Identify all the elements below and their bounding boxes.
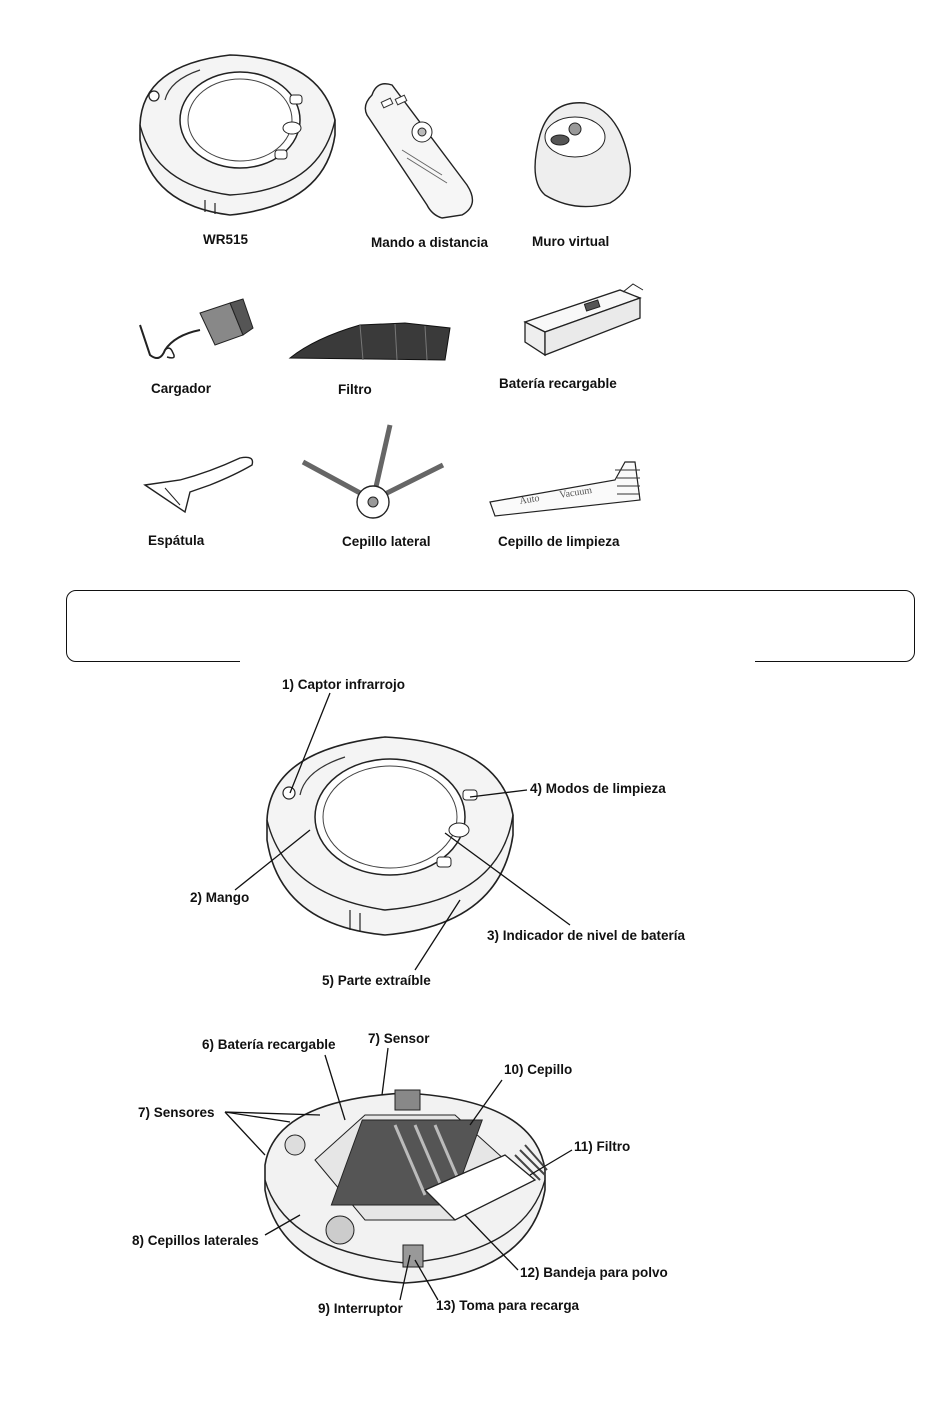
label-filter-bottom: 11) Filtro — [574, 1139, 630, 1154]
label-dust-tray: 12) Bandeja para polvo — [520, 1265, 668, 1280]
label-side-brushes: 8) Cepillos laterales — [132, 1233, 259, 1248]
label-switch: 9) Interruptor — [318, 1301, 403, 1316]
label-charge-socket: 13) Toma para recarga — [436, 1298, 579, 1313]
label-battery-bottom: 6) Batería recargable — [202, 1037, 336, 1052]
label-sensor: 7) Sensor — [368, 1031, 430, 1046]
label-sensors: 7) Sensores — [138, 1105, 215, 1120]
label-brush: 10) Cepillo — [504, 1062, 572, 1077]
